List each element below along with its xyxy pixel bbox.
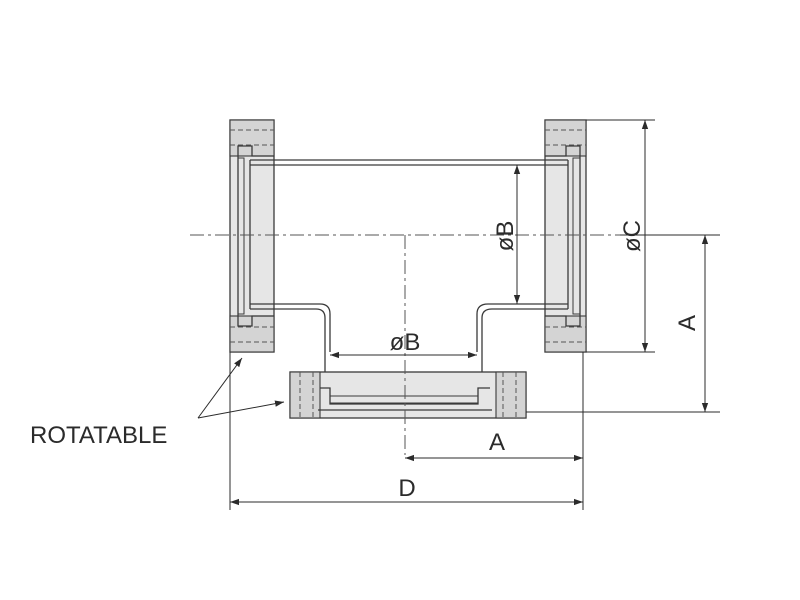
bore-horizontal-label: øB: [390, 329, 421, 356]
rotatable-callout: ROTATABLE: [30, 357, 285, 449]
bottom-flange: [289, 352, 527, 419]
main-tube: [249, 159, 569, 352]
dim-a-bottom: A: [405, 352, 584, 510]
overall-length-label: D: [398, 475, 415, 502]
dim-overall-length: D: [229, 352, 583, 510]
a-bottom-label: A: [489, 429, 505, 456]
bore-vertical-label: øB: [492, 221, 519, 252]
dim-a-right: A: [526, 234, 720, 413]
left-flange: [229, 119, 275, 353]
right-flange: [544, 119, 587, 353]
a-right-label: A: [674, 315, 701, 331]
flange-diameter-label: øC: [619, 220, 646, 252]
dim-bore-horizontal: øB: [330, 329, 477, 359]
rotatable-label: ROTATABLE: [30, 422, 167, 449]
dim-flange-diameter: øC: [586, 119, 655, 353]
dim-bore-vertical: øB: [492, 165, 521, 304]
